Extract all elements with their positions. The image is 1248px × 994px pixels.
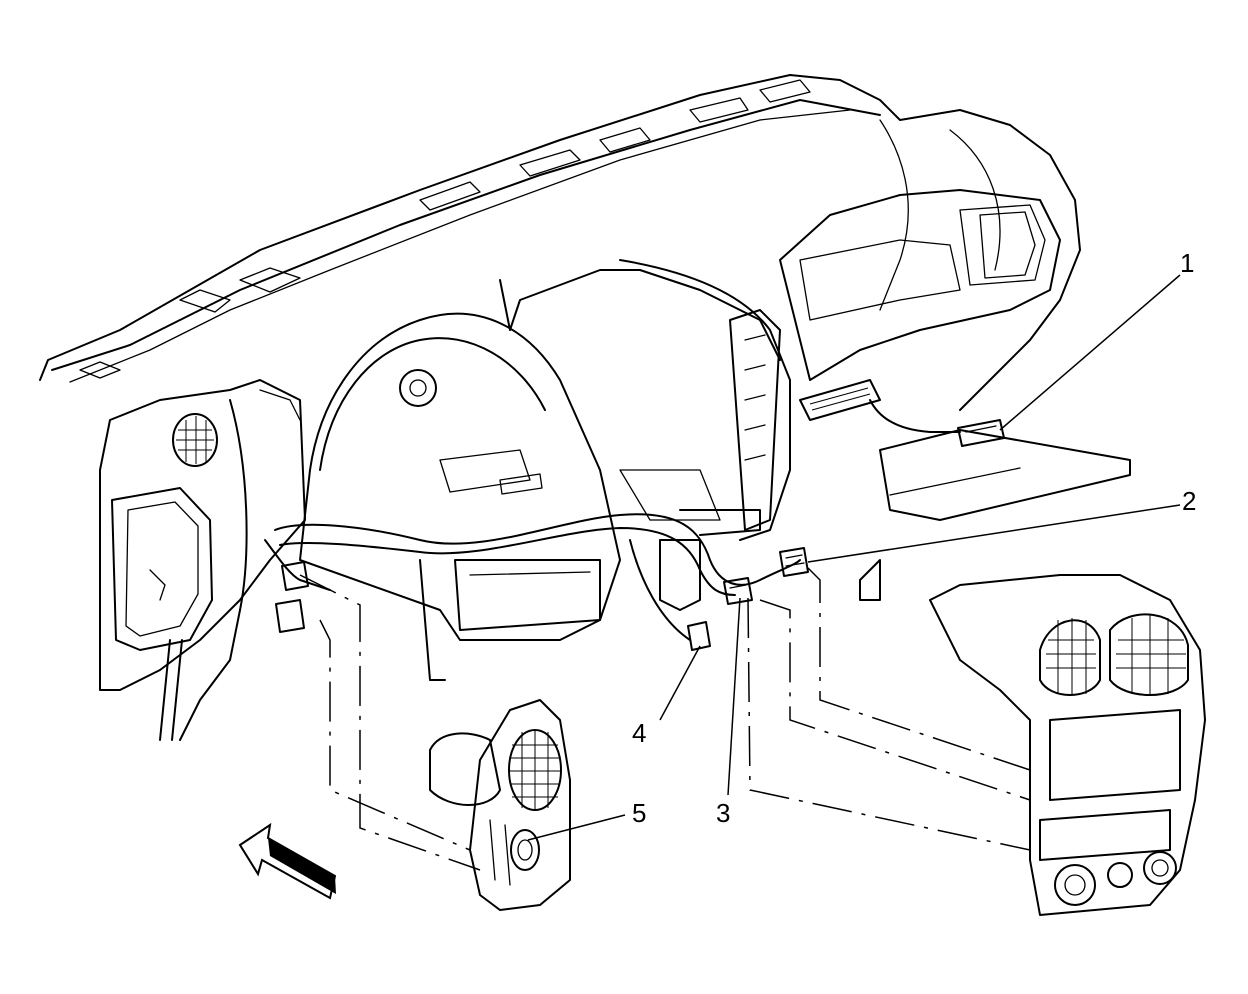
wiring-harness bbox=[179, 399, 961, 741]
center-bezel bbox=[929, 574, 1206, 916]
connector-1 bbox=[957, 419, 1005, 447]
instrument-panel-upper-shell bbox=[39, 74, 1081, 411]
callout-3: 3 bbox=[716, 798, 730, 828]
callout-5: 5 bbox=[632, 798, 646, 828]
left-end-panel bbox=[99, 379, 306, 741]
passenger-side-panel bbox=[779, 189, 1131, 601]
callout-4: 4 bbox=[632, 718, 646, 748]
assembly-path-lines bbox=[299, 567, 1031, 871]
forward-arrow-icon bbox=[238, 822, 337, 900]
connector-2 bbox=[779, 547, 809, 577]
callout-1: 1 bbox=[1180, 248, 1194, 278]
connector-left-a bbox=[281, 561, 309, 591]
connector-left-b bbox=[275, 599, 305, 633]
cluster-opening bbox=[299, 269, 781, 681]
center-stack-opening bbox=[619, 259, 791, 611]
connector-3 bbox=[723, 577, 753, 605]
connector-4 bbox=[687, 621, 711, 651]
callout-2: 2 bbox=[1182, 486, 1196, 516]
left-vent-switch-module bbox=[429, 699, 571, 911]
callout-leaders bbox=[527, 274, 1181, 841]
